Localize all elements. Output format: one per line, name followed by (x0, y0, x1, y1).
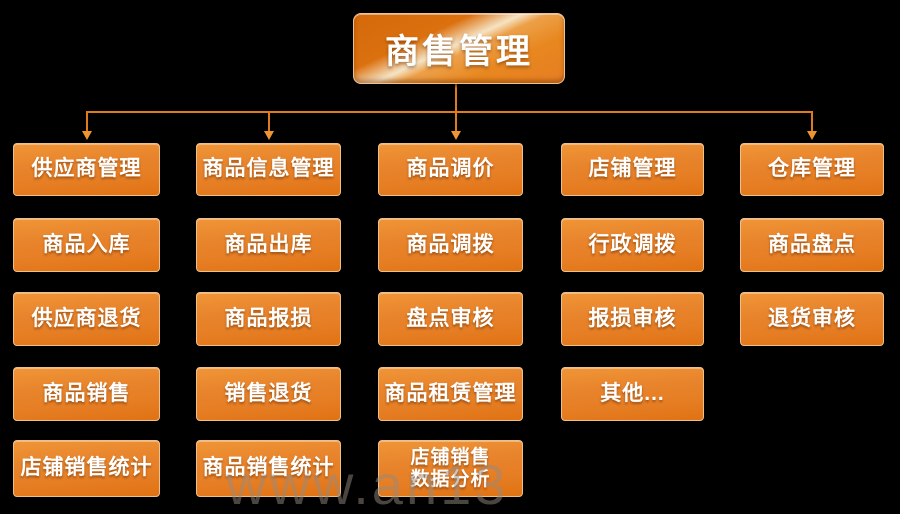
org-node-label: 行政调拨 (588, 232, 677, 256)
org-node-label: 商品销售统计 (202, 456, 335, 480)
org-node-label: 商品调拨 (406, 232, 495, 256)
connector-drop-2 (268, 113, 270, 131)
org-node-label: 其他... (600, 381, 665, 405)
org-node-label: 供应商退货 (31, 306, 142, 330)
org-node-label: 退货审核 (768, 306, 856, 330)
org-node-label: 商品盘点 (768, 232, 856, 256)
org-node-column-3-row-2: 商品调拨 (378, 218, 523, 272)
org-node-column-4-row-2: 行政调拨 (561, 218, 704, 272)
connector-arrowhead-down-icon (82, 131, 92, 140)
connector-arrowhead-down-icon (807, 131, 817, 140)
org-node-label: 销售退货 (224, 381, 313, 405)
org-node-label: 商品租赁管理 (384, 381, 517, 405)
connector-arrowhead-down-icon (264, 131, 274, 140)
org-node-column-5-row-1: 仓库管理 (740, 143, 884, 196)
org-node-label: 商品报损 (224, 306, 313, 330)
org-node-column-3-row-1: 商品调价 (378, 143, 523, 196)
org-node-label: 商品出库 (224, 232, 313, 256)
root-node-label: 商售管理 (385, 33, 533, 71)
org-node-column-4-row-1: 店铺管理 (561, 143, 704, 196)
org-node-column-2-row-3: 商品报损 (196, 292, 341, 346)
org-node-column-5-row-3: 退货审核 (740, 292, 884, 346)
org-node-label: 商品入库 (42, 232, 131, 256)
connector-drop-4 (811, 113, 813, 131)
connector-drop-1 (86, 113, 88, 131)
org-node-label: 供应商管理 (31, 157, 142, 181)
org-node-column-4-row-3: 报损审核 (561, 292, 704, 346)
connector-root-stub (455, 84, 457, 113)
org-node-column-1-row-2: 商品入库 (13, 218, 160, 272)
org-node-label: 报损审核 (588, 306, 677, 330)
org-node-label: 店铺销售统计 (20, 456, 153, 480)
org-node-column-2-row-1: 商品信息管理 (196, 143, 341, 196)
org-node-column-3-row-5: 店铺销售 数据分析 (378, 440, 523, 497)
org-node-column-1-row-1: 供应商管理 (13, 143, 160, 196)
org-node-label: 商品调价 (406, 157, 495, 181)
org-node-column-5-row-2: 商品盘点 (740, 218, 884, 272)
org-node-column-1-row-3: 供应商退货 (13, 292, 160, 346)
org-node-column-2-row-5: 商品销售统计 (196, 440, 341, 497)
org-node-label: 盘点审核 (406, 306, 495, 330)
connector-drop-3 (455, 113, 457, 131)
org-node-column-1-row-5: 店铺销售统计 (13, 440, 160, 497)
connector-arrowhead-down-icon (451, 131, 461, 140)
org-node-column-4-row-4: 其他... (561, 367, 704, 421)
org-node-label: 店铺管理 (588, 157, 677, 181)
org-node-column-3-row-4: 商品租赁管理 (378, 367, 523, 421)
org-node-column-3-row-3: 盘点审核 (378, 292, 523, 346)
org-node-label: 商品信息管理 (202, 157, 335, 181)
connector-horizontal-rail (86, 111, 813, 113)
org-node-column-1-row-4: 商品销售 (13, 367, 160, 421)
root-node: 商售管理 (353, 13, 565, 84)
org-node-label: 店铺销售 数据分析 (410, 446, 491, 490)
org-node-label: 商品销售 (42, 381, 131, 405)
org-node-column-2-row-2: 商品出库 (196, 218, 341, 272)
org-node-column-2-row-4: 销售退货 (196, 367, 341, 421)
org-node-label: 仓库管理 (768, 157, 856, 181)
